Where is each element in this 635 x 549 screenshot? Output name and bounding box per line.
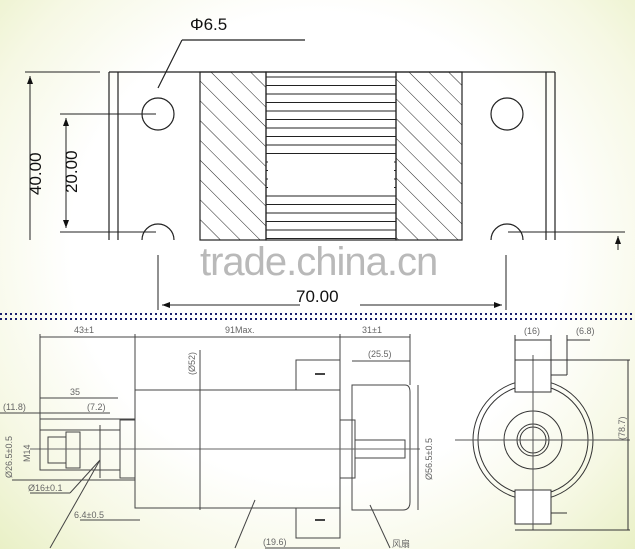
dim-11-8-label: (11.8) <box>3 402 26 412</box>
dia-16-label: Ø16±0.1 <box>28 483 62 493</box>
watermark: trade.china.cn <box>200 240 438 284</box>
dotted-divider <box>0 313 635 320</box>
side-view <box>0 334 420 549</box>
end-view <box>455 335 630 531</box>
width-holes-label: 70.00 <box>296 287 339 306</box>
side-view-labels: 43±1 91Max. 31±1 35 (11.8) (7.2) (Ø52) Ø… <box>3 325 434 549</box>
dim-25-5-label: (25.5) <box>368 349 392 359</box>
height-holes-label: 20.00 <box>62 150 81 193</box>
top-view <box>25 39 625 310</box>
len-rear-label: 31±1 <box>362 325 382 335</box>
height-outer-label: 40.00 <box>26 152 45 195</box>
dim-6-8-label: (6.8) <box>576 326 595 336</box>
hole-diameter-label: Φ6.5 <box>190 15 227 34</box>
thread-label: M14 <box>22 444 32 462</box>
dim-16-label: (16) <box>524 326 540 336</box>
dim-19-6-label: (19.6) <box>263 537 287 547</box>
dia-26-5-label: Ø26.5±0.5 <box>4 436 14 478</box>
dim-6-4-label: 6.4±0.5 <box>74 510 104 520</box>
dim-78-7-label: (78.7) <box>617 416 627 440</box>
len-front-label: 43±1 <box>74 325 94 335</box>
dia-56-5-label: Ø56.5±0.5 <box>424 438 434 480</box>
len-body-label: 91Max. <box>225 325 255 335</box>
dim-7-2-label: (7.2) <box>87 402 106 412</box>
dia-52-label: (Ø52) <box>187 352 197 375</box>
fan-label: 风扇 <box>392 538 410 549</box>
end-view-labels: (16) (6.8) (78.7) <box>524 326 627 440</box>
len-35-label: 35 <box>70 387 80 397</box>
